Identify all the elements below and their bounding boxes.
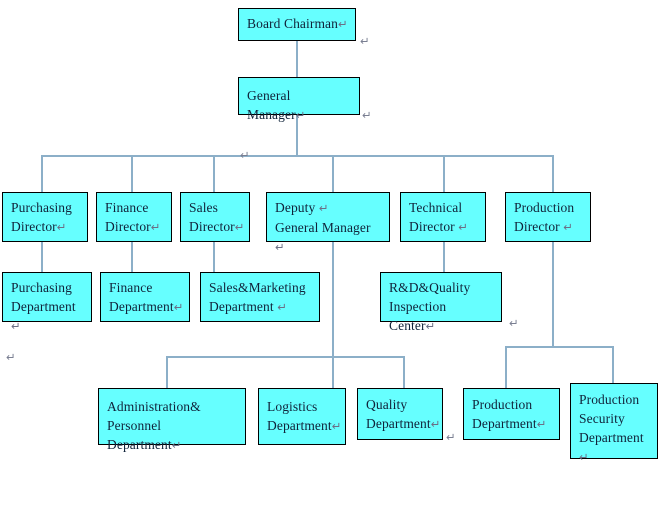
pilcrow-mark: ↵ xyxy=(425,319,436,333)
node-label-sales-director-line2: Director xyxy=(189,219,235,234)
node-label-sales-marketing-department: Sales&Marketing xyxy=(209,280,306,295)
node-label-finance-department: Finance xyxy=(109,280,153,295)
pilcrow-mark: ↵ xyxy=(173,300,184,314)
connector-gm-drop xyxy=(296,114,298,156)
stray-pilcrow-right-of-quality-department: ↵ xyxy=(446,430,456,444)
node-label-deputy-gm-line2: General Manager xyxy=(275,220,371,235)
pilcrow-mark: ↵ xyxy=(11,319,21,333)
node-deputy-general-manager[interactable]: Deputy ↵ General Manager ↵ xyxy=(266,192,390,254)
stray-pilcrow-left-margin: ↵ xyxy=(6,350,16,364)
node-general-manager[interactable]: General Manager↵ xyxy=(238,77,360,122)
connector-bus-to-finance-director xyxy=(131,155,133,193)
node-administration-personnel-department[interactable]: Administration&Personnel Department↵ xyxy=(98,388,246,452)
pilcrow-mark: ↵ xyxy=(536,417,547,431)
node-label-production-security-line2: Security xyxy=(579,411,625,426)
pilcrow-mark: ↵ xyxy=(295,108,306,122)
pilcrow-mark: ↵ xyxy=(338,17,348,31)
node-label-production-department: Production xyxy=(472,397,533,412)
connector-technical-director-to-rd-center xyxy=(443,242,445,273)
node-board-chairman[interactable]: Board Chairman↵ xyxy=(238,8,356,41)
node-label-production-department-line2: Department xyxy=(472,416,537,431)
connector-chairman-to-gm xyxy=(296,41,298,78)
connector-bus-to-sales-director xyxy=(213,155,215,193)
node-label-sales-marketing-department-line2: Department xyxy=(209,299,274,314)
connector-deputy-gm-drop xyxy=(332,242,334,389)
connector-sales-director-to-department xyxy=(213,242,215,273)
node-label-finance-director: Finance xyxy=(105,200,149,215)
pilcrow-mark: ↵ xyxy=(563,220,574,234)
pilcrow-mark: ↵ xyxy=(234,220,245,234)
stray-pilcrow-right-of-general-manager: ↵ xyxy=(362,108,372,122)
node-label-deputy-gm: Deputy xyxy=(275,200,316,215)
connector-bus-to-production-director xyxy=(552,155,554,193)
node-label-quality-line2: Department xyxy=(366,416,431,431)
connector-deputy-gm-bus xyxy=(166,356,405,358)
connector-finance-director-to-department xyxy=(131,242,133,273)
node-label-production-director: Production xyxy=(514,200,575,215)
connector-bus-to-administration-personnel xyxy=(166,356,168,389)
pilcrow-mark: ↵ xyxy=(277,300,287,314)
node-label-logistics: Logistics xyxy=(267,399,318,414)
node-label-purchasing-department: Purchasing xyxy=(11,280,72,295)
node-label-administration: Administration& xyxy=(107,399,201,414)
stray-pilcrow-on-distribution-bar: ↵ xyxy=(240,148,250,162)
connector-level2-bus xyxy=(41,155,553,157)
node-label-quality: Quality xyxy=(366,397,408,412)
connector-bus-to-purchasing-director xyxy=(41,155,43,193)
node-label-administration-line2: Personnel Department xyxy=(107,418,172,452)
node-label-finance-director-line2: Director xyxy=(105,219,151,234)
connector-bus-to-deputy-gm xyxy=(332,155,334,193)
pilcrow-mark: ↵ xyxy=(150,220,161,234)
pilcrow-mark: ↵ xyxy=(318,201,329,215)
pilcrow-mark: ↵ xyxy=(331,419,342,433)
node-label-rd-quality: R&D&Quality xyxy=(389,280,471,295)
node-label-production-director-line2: Director xyxy=(514,219,560,234)
node-label-board-chairman: Board Chairman xyxy=(247,16,339,31)
node-label-logistics-line2: Department xyxy=(267,418,332,433)
connector-bus-to-production-security xyxy=(612,346,614,384)
node-label-purchasing-department-line2: Department xyxy=(11,299,76,314)
pilcrow-mark: ↵ xyxy=(275,240,285,254)
node-label-production-security-line3: Department xyxy=(579,430,644,445)
node-label-rd-quality-line2: Inspection Center xyxy=(389,299,447,333)
pilcrow-mark: ↵ xyxy=(579,450,589,464)
stray-pilcrow-right-of-production-director: ↵ xyxy=(509,316,519,330)
node-label-production-security: Production xyxy=(579,392,640,407)
node-label-sales-director: Sales xyxy=(189,200,218,215)
connector-production-director-bus xyxy=(505,346,614,348)
connector-bus-to-technical-director xyxy=(443,155,445,193)
node-label-general-manager: General Manager xyxy=(247,88,296,122)
node-label-finance-department-line2: Department xyxy=(109,299,174,314)
node-label-technical-director-line2: Director xyxy=(409,219,455,234)
connector-production-director-drop xyxy=(552,242,554,348)
connector-bus-to-production-department xyxy=(505,346,507,389)
stray-pilcrow-right-of-chairman: ↵ xyxy=(360,34,370,48)
connector-purchasing-director-to-department xyxy=(41,242,43,273)
pilcrow-mark: ↵ xyxy=(458,220,469,234)
node-label-technical-director: Technical xyxy=(409,200,463,215)
pilcrow-mark: ↵ xyxy=(430,417,441,431)
node-label-purchasing-director-line2: Director xyxy=(11,219,57,234)
pilcrow-mark: ↵ xyxy=(171,438,182,452)
node-label-purchasing-director: Purchasing xyxy=(11,200,72,215)
connector-bus-to-quality-department xyxy=(403,356,405,389)
pilcrow-mark: ↵ xyxy=(56,220,67,234)
